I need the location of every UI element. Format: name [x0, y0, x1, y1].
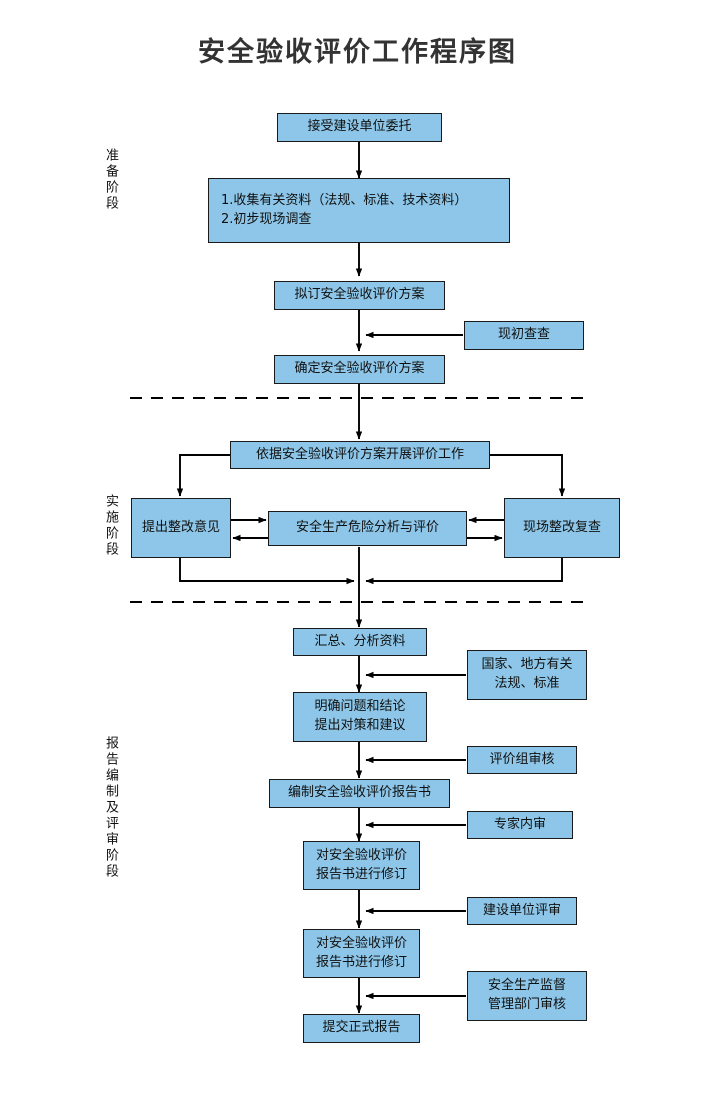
node-risk-analysis[interactable]: 安全生产危险分析与评价 — [268, 511, 467, 546]
node-revise-report-2[interactable]: 对安全验收评价 报告书进行修订 — [303, 929, 420, 978]
node-site-recheck[interactable]: 现场整改复查 — [504, 498, 620, 558]
phase-label-implementation: 实施阶段 — [103, 494, 118, 558]
node-authority-review[interactable]: 安全生产监督 管理部门审核 — [467, 971, 587, 1021]
node-clarify-conclusion[interactable]: 明确问题和结论 提出对策和建议 — [293, 692, 427, 742]
page-title: 安全验收评价工作程序图 — [198, 37, 517, 68]
phase-label-preparation: 准备阶段 — [103, 148, 118, 212]
node-summarize-data[interactable]: 汇总、分析资料 — [293, 628, 427, 656]
node-rectify-opinion[interactable]: 提出整改意见 — [131, 498, 231, 558]
node-collect-data[interactable]: 1.收集有关资料（法规、标准、技术资料） 2.初步现场调查 — [208, 178, 510, 243]
node-draft-plan[interactable]: 拟订安全验收评价方案 — [274, 281, 445, 310]
node-laws-standards[interactable]: 国家、地方有关 法规、标准 — [467, 650, 587, 700]
node-carry-out-evaluation[interactable]: 依据安全验收评价方案开展评价工作 — [230, 441, 490, 469]
node-submit-report[interactable]: 提交正式报告 — [303, 1014, 420, 1043]
phase-label-report: 报告编制及评审阶段 — [103, 736, 118, 880]
node-compile-report[interactable]: 编制安全验收评价报告书 — [269, 779, 450, 808]
node-expert-review[interactable]: 专家内审 — [467, 811, 573, 839]
node-confirm-plan[interactable]: 确定安全验收评价方案 — [274, 355, 445, 384]
node-owner-review[interactable]: 建设单位评审 — [467, 897, 577, 925]
node-revise-report-1[interactable]: 对安全验收评价 报告书进行修订 — [303, 841, 420, 890]
node-eval-group-review[interactable]: 评价组审核 — [467, 746, 577, 774]
node-site-first-check[interactable]: 现初查查 — [464, 321, 584, 350]
node-accept-commission[interactable]: 接受建设单位委托 — [277, 113, 442, 142]
